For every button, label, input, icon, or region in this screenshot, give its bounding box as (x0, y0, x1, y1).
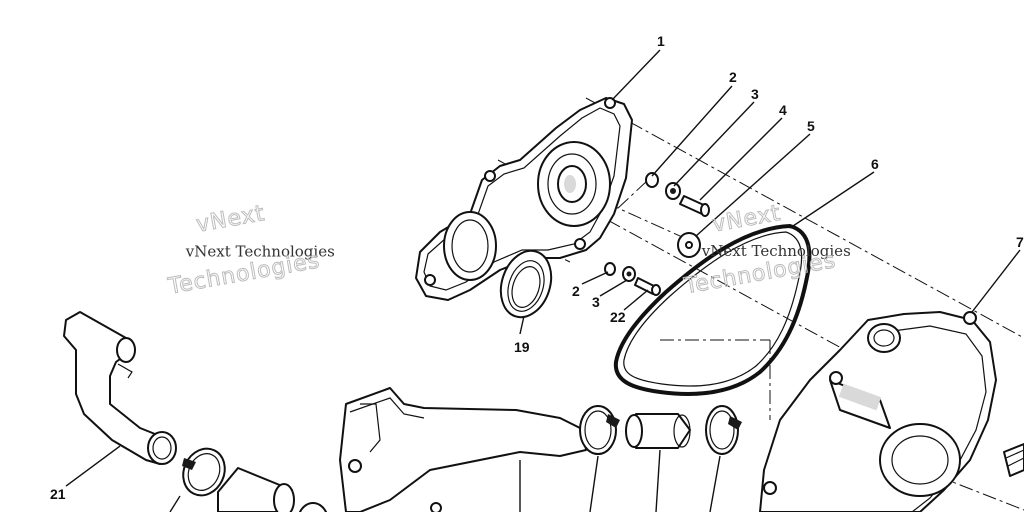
cover-plate-part-1 (415, 97, 633, 301)
intake-elbow-part-21 (63, 311, 177, 465)
callout-7: 7 (1016, 234, 1024, 250)
leader-lines (65, 49, 1021, 512)
hose-clamp-mid-right (705, 405, 742, 455)
watermark-right-line1: vNext (710, 201, 783, 238)
callout-4: 4 (779, 102, 787, 118)
callout-3-lower: 3 (592, 294, 600, 310)
callout-19: 19 (514, 339, 530, 355)
callout-22: 22 (610, 309, 626, 325)
callout-2-upper: 2 (729, 69, 737, 85)
washer-bolt-group-lower (604, 262, 661, 296)
hose-clamp-mid-left (579, 405, 620, 455)
callout-3-upper: 3 (751, 86, 759, 102)
callout-1: 1 (657, 33, 665, 49)
callout-5: 5 (807, 118, 815, 134)
watermark-left: vNext vNext Technologies Technologies (165, 201, 335, 301)
callout-2-lower: 2 (572, 283, 580, 299)
seal-ring-part-19 (499, 249, 553, 319)
callout-6: 6 (871, 156, 879, 172)
hose-clamp-bottom (299, 502, 327, 512)
hose-middle (625, 413, 691, 449)
drive-belt-part-6 (613, 224, 812, 396)
washer-bolt-group-upper (645, 172, 710, 217)
watermark-left-line2: vNext Technologies (185, 242, 335, 260)
housing-part-7 (759, 311, 1024, 512)
callout-labels: 1 2 3 4 5 6 7 2 3 22 19 21 (50, 33, 1024, 502)
air-duct (339, 387, 587, 512)
hose-left (217, 467, 295, 512)
hose-clamp-left (182, 447, 226, 497)
watermark-left-line1: vNext (194, 201, 267, 238)
washer-part-5 (677, 232, 701, 258)
callout-21: 21 (50, 486, 66, 502)
watermark-right-line2: vNext Technologies (701, 242, 851, 260)
